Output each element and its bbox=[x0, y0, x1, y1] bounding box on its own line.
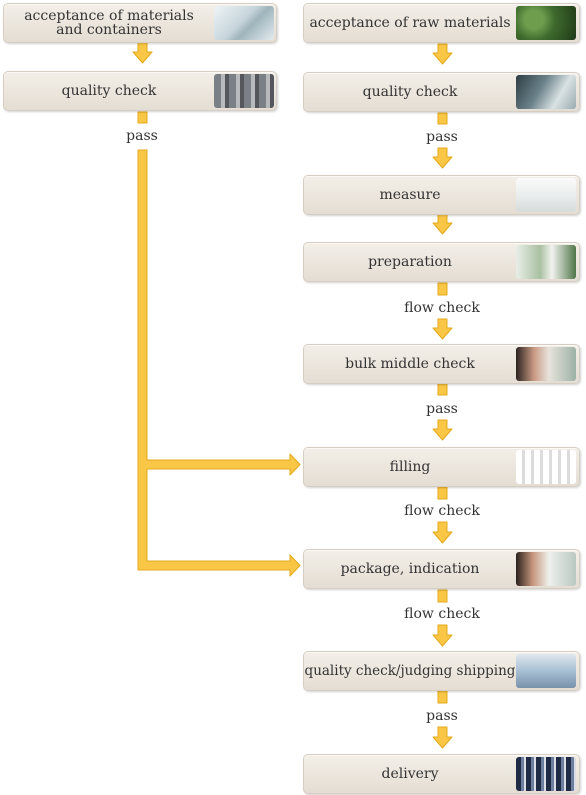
packaging-worker-photo-icon bbox=[516, 552, 576, 586]
arrow-down bbox=[432, 419, 453, 441]
connector-label: pass bbox=[426, 401, 458, 417]
step-label: quality check bbox=[362, 84, 458, 100]
arrow-stem bbox=[137, 111, 148, 124]
branch-line bbox=[137, 149, 301, 577]
arrow-stem bbox=[437, 486, 448, 500]
bottles-photo-icon bbox=[214, 6, 274, 40]
step-label: delivery bbox=[381, 766, 439, 782]
arrow-down bbox=[432, 726, 453, 749]
step-label: bulk middle check bbox=[345, 356, 475, 372]
arrow-stem bbox=[437, 383, 448, 396]
plants-photo-icon bbox=[516, 6, 576, 40]
lab-worker-photo-icon bbox=[214, 74, 274, 108]
arrow-down bbox=[432, 521, 453, 544]
connector-label: flow check bbox=[404, 606, 480, 622]
microscope-photo-icon bbox=[516, 75, 576, 109]
step-quality-check-right: quality check bbox=[303, 72, 580, 112]
connector-label: pass bbox=[426, 708, 458, 724]
step-label-line: and containers bbox=[56, 22, 162, 38]
arrow-stem bbox=[437, 112, 448, 125]
step-label: acceptance of raw materials bbox=[309, 15, 511, 31]
scientist-photo-icon bbox=[516, 347, 576, 381]
step-package-indication: package, indication bbox=[303, 549, 580, 589]
step-preparation: preparation bbox=[303, 242, 580, 282]
step-filling: filling bbox=[303, 447, 580, 487]
step-label: measure bbox=[379, 187, 441, 203]
step-delivery: delivery bbox=[303, 754, 580, 794]
vials-photo-icon bbox=[516, 450, 576, 484]
pass-label: pass bbox=[126, 128, 158, 144]
arrow-down bbox=[432, 213, 453, 235]
arrow-down bbox=[432, 318, 453, 340]
warehouse-photo-icon bbox=[516, 757, 576, 791]
glassware-photo-icon bbox=[516, 178, 576, 212]
step-acceptance-of-raw-materials: acceptance of raw materials bbox=[303, 3, 580, 43]
arrow-stem bbox=[437, 282, 448, 296]
step-bulk-middle-check: bulk middle check bbox=[303, 344, 580, 384]
connector-label: flow check bbox=[404, 503, 480, 519]
step-acceptance-of-materials: acceptance of materials and containers bbox=[3, 3, 277, 43]
arrow-down bbox=[432, 624, 453, 647]
step-measure: measure bbox=[303, 175, 580, 215]
lab-room-photo-icon bbox=[516, 245, 576, 279]
step-label-line: acceptance of materials bbox=[24, 8, 194, 24]
arrow-down bbox=[432, 43, 453, 65]
step-quality-check-left: quality check bbox=[3, 71, 277, 111]
arrow-down bbox=[432, 147, 453, 169]
step-label: quality check/judging shipping bbox=[304, 663, 516, 679]
step-quality-check-judging-shipping: quality check/judging shipping bbox=[303, 651, 580, 691]
step-label: quality check bbox=[61, 83, 157, 99]
arrow-stem bbox=[437, 589, 448, 603]
connector-label: flow check bbox=[404, 300, 480, 316]
arrow-down bbox=[132, 41, 153, 64]
arrow-stem bbox=[437, 690, 448, 704]
step-label: acceptance of materials and containers bbox=[4, 4, 214, 42]
inspection-team-photo-icon bbox=[516, 654, 576, 688]
step-label: package, indication bbox=[340, 561, 480, 577]
step-label: filling bbox=[389, 459, 431, 475]
connector-label: pass bbox=[426, 129, 458, 145]
step-label: preparation bbox=[368, 254, 452, 270]
